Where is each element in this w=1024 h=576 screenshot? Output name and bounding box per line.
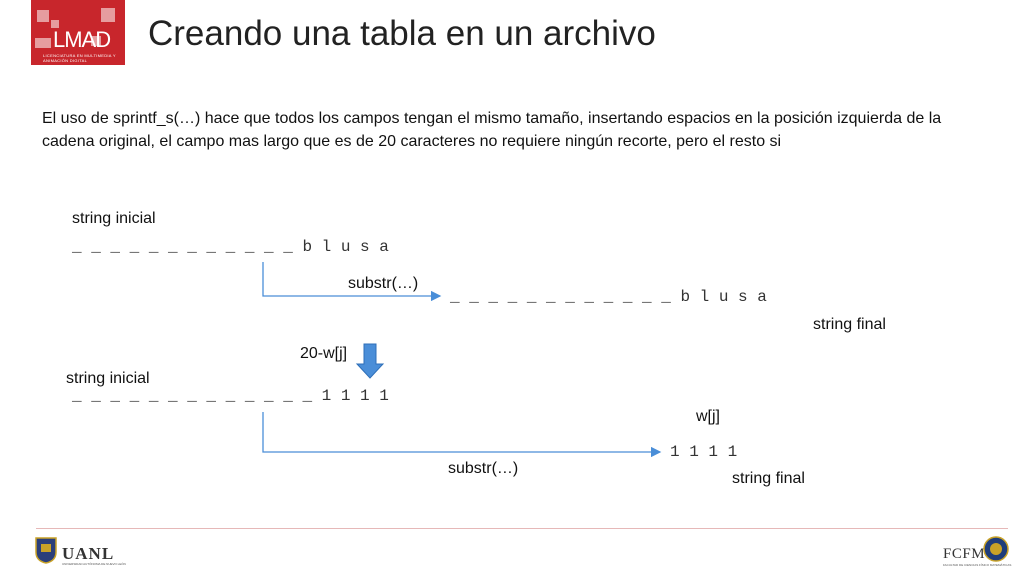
- fcfm-logo-text: FCFM: [943, 546, 986, 562]
- diagram2-offset-label: 20-w[j]: [300, 345, 348, 362]
- substr-arrow-2: [262, 412, 662, 458]
- substr-arrow-1: [262, 262, 442, 302]
- fcfm-seal-icon: [983, 536, 1009, 562]
- description-text: El uso de sprintf_s(…) hace que todos lo…: [42, 110, 942, 150]
- logo-square: [37, 10, 49, 22]
- diagram2-label-initial: string inicial: [66, 370, 150, 387]
- fcfm-subtitle: FACULTAD DE CIENCIAS FÍSICO MATEMÁTICAS: [943, 563, 1012, 567]
- logo-square: [101, 8, 115, 22]
- down-arrow-icon: [355, 343, 385, 379]
- uanl-logo-text: UANL: [62, 544, 115, 563]
- uanl-subtitle: UNIVERSIDAD AUTÓNOMA DE NUEVO LEÓN: [62, 562, 126, 566]
- logo-brand: LMAD: [53, 27, 111, 52]
- logo-tagline: LICENCIATURA EN MULTIMEDIA Y ANIMACIÓN D…: [43, 53, 116, 63]
- slide-title: Creando una tabla en un archivo: [148, 14, 656, 53]
- diagram1-string-initial: _ _ _ _ _ _ _ _ _ _ _ _ b l u s a: [72, 238, 389, 256]
- diagram1-operation: substr(…): [348, 275, 419, 292]
- diagram2-label-final: string final: [732, 470, 805, 487]
- diagram2-string-initial: _ _ _ _ _ _ _ _ _ _ _ _ _ 1 1 1 1: [72, 387, 389, 405]
- footer-divider: [36, 528, 1008, 529]
- diagram1-label-initial: string inicial: [72, 210, 156, 227]
- logo-square: [91, 36, 101, 46]
- logo-square: [51, 20, 59, 28]
- diagram1-label-final: string final: [813, 316, 886, 333]
- diagram2-operation: substr(…): [448, 460, 519, 477]
- diagram2-width-label: w[j]: [696, 408, 720, 425]
- uanl-shield-icon: [35, 537, 57, 564]
- logo-square: [35, 38, 51, 48]
- lmad-logo: LMAD LICENCIATURA EN MULTIMEDIA Y ANIMAC…: [31, 0, 125, 65]
- diagram1-string-final: _ _ _ _ _ _ _ _ _ _ _ _ b l u s a: [450, 288, 767, 306]
- diagram2-string-final: 1 1 1 1: [670, 443, 738, 461]
